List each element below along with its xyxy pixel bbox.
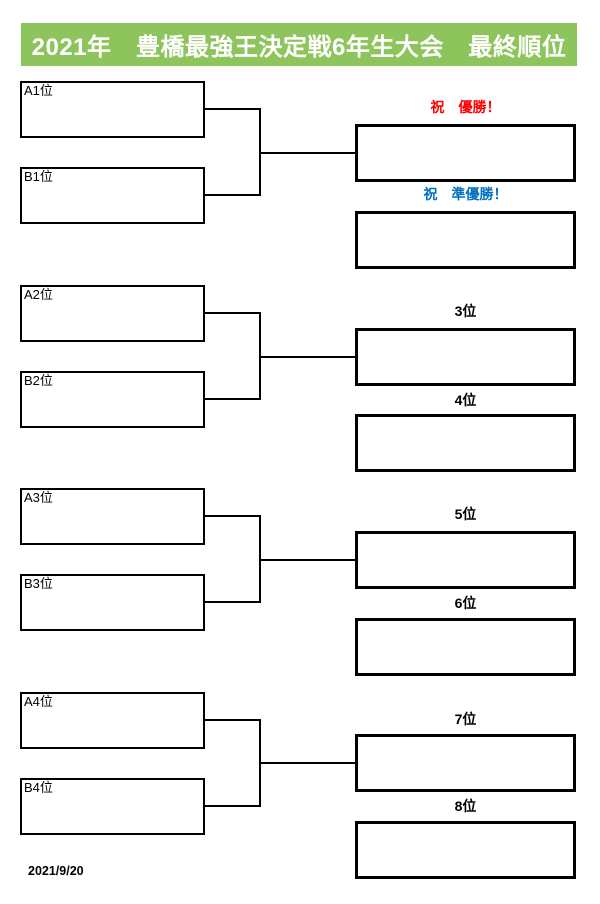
seed-box-a4: A4位 xyxy=(20,692,205,749)
bracket-line-g3-out xyxy=(259,559,355,561)
seed-label-a3: A3位 xyxy=(24,490,53,505)
seed-box-a2: A2位 xyxy=(20,285,205,342)
bracket-line-g2-out xyxy=(259,356,355,358)
result-box-5th xyxy=(355,531,576,589)
seed-box-a1: A1位 xyxy=(20,81,205,138)
result-label-4th: 4位 xyxy=(454,392,477,408)
seed-box-b1: B1位 xyxy=(20,167,205,224)
result-label-3rd: 3位 xyxy=(454,303,477,319)
seed-box-b2: B2位 xyxy=(20,371,205,428)
bracket-line-g2-b xyxy=(205,398,261,400)
seed-box-b4: B4位 xyxy=(20,778,205,835)
seed-label-b4: B4位 xyxy=(24,780,53,795)
seed-label-b3: B3位 xyxy=(24,576,53,591)
result-label-champion: 祝 優勝！ xyxy=(430,99,501,115)
result-label-7th: 7位 xyxy=(454,711,477,727)
result-box-7th xyxy=(355,734,576,792)
title-banner: 2021年 豊橋最強王決定戦6年生大会 最終順位 xyxy=(21,23,577,66)
result-label-6th: 6位 xyxy=(454,595,477,611)
result-box-3rd xyxy=(355,328,576,386)
result-box-6th xyxy=(355,618,576,676)
bracket-line-g1-out xyxy=(259,152,355,154)
seed-label-b1: B1位 xyxy=(24,169,53,184)
bracket-line-g4-b xyxy=(205,805,261,807)
bracket-line-g2-a xyxy=(205,312,261,314)
date-label: 2021/9/20 xyxy=(28,864,84,878)
seed-label-a4: A4位 xyxy=(24,694,53,709)
result-label-5th: 5位 xyxy=(454,506,477,522)
bracket-line-g1-a xyxy=(205,108,261,110)
result-box-8th xyxy=(355,821,576,879)
result-label-8th: 8位 xyxy=(454,798,477,814)
bracket-line-g3-b xyxy=(205,601,261,603)
seed-box-a3: A3位 xyxy=(20,488,205,545)
bracket-line-g1-b xyxy=(205,194,261,196)
result-box-4th xyxy=(355,414,576,472)
bracket-line-g4-out xyxy=(259,762,355,764)
bracket-line-g4-a xyxy=(205,719,261,721)
seed-label-b2: B2位 xyxy=(24,373,53,388)
seed-label-a2: A2位 xyxy=(24,287,53,302)
result-box-runner-up xyxy=(355,211,576,269)
page-title: 2021年 豊橋最強王決定戦6年生大会 最終順位 xyxy=(31,34,567,61)
seed-label-a1: A1位 xyxy=(24,83,53,98)
result-label-runner-up: 祝 準優勝！ xyxy=(423,186,508,202)
seed-box-b3: B3位 xyxy=(20,574,205,631)
result-box-champion xyxy=(355,124,576,182)
bracket-line-g3-a xyxy=(205,515,261,517)
